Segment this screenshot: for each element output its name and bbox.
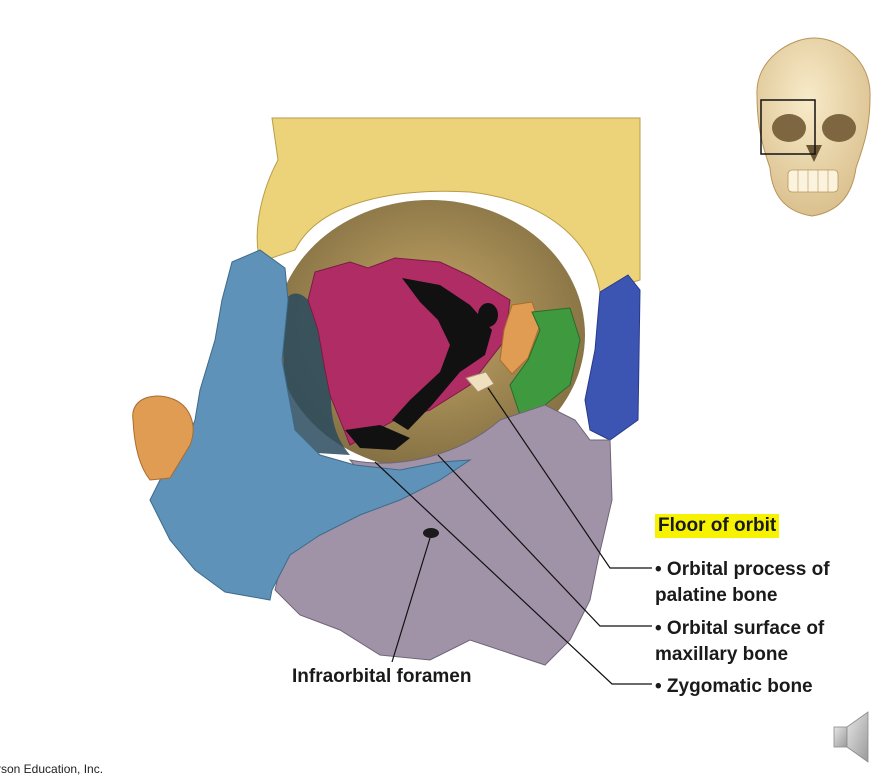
label-zygomatic-bone: • Zygomatic bone [655,676,813,697]
temporal-process [132,395,194,481]
label-infraorbital-foramen: Infraorbital foramen [292,666,472,687]
skull-focus-box [760,99,816,155]
orbit-lateral-wall [283,293,350,455]
inferior-fissure [345,425,410,450]
palatine-orbital-process [465,371,495,393]
skull-thumbnail [756,37,871,217]
lacrimal-bone [499,301,541,375]
frontal-bone [256,117,641,293]
optic-canal [478,303,498,327]
leader-line-infraorbital [391,537,431,663]
floor-of-orbit-heading: Floor of orbit [655,514,780,538]
orbital-fissure [392,278,492,430]
nasal-bone [584,274,641,441]
speaker-icon[interactable] [833,711,869,763]
leader-line-zygomatic [374,461,652,685]
copyright-text: rson Education, Inc. [0,762,104,776]
leader-line-palatine [487,387,652,569]
label-orbital-process-palatine: • Orbital process of palatine bone [655,559,830,606]
infraorbital-foramen [423,528,439,538]
leader-line-maxillary [437,454,652,627]
label-orbital-surface-maxillary: • Orbital surface of maxillary bone [655,618,825,665]
